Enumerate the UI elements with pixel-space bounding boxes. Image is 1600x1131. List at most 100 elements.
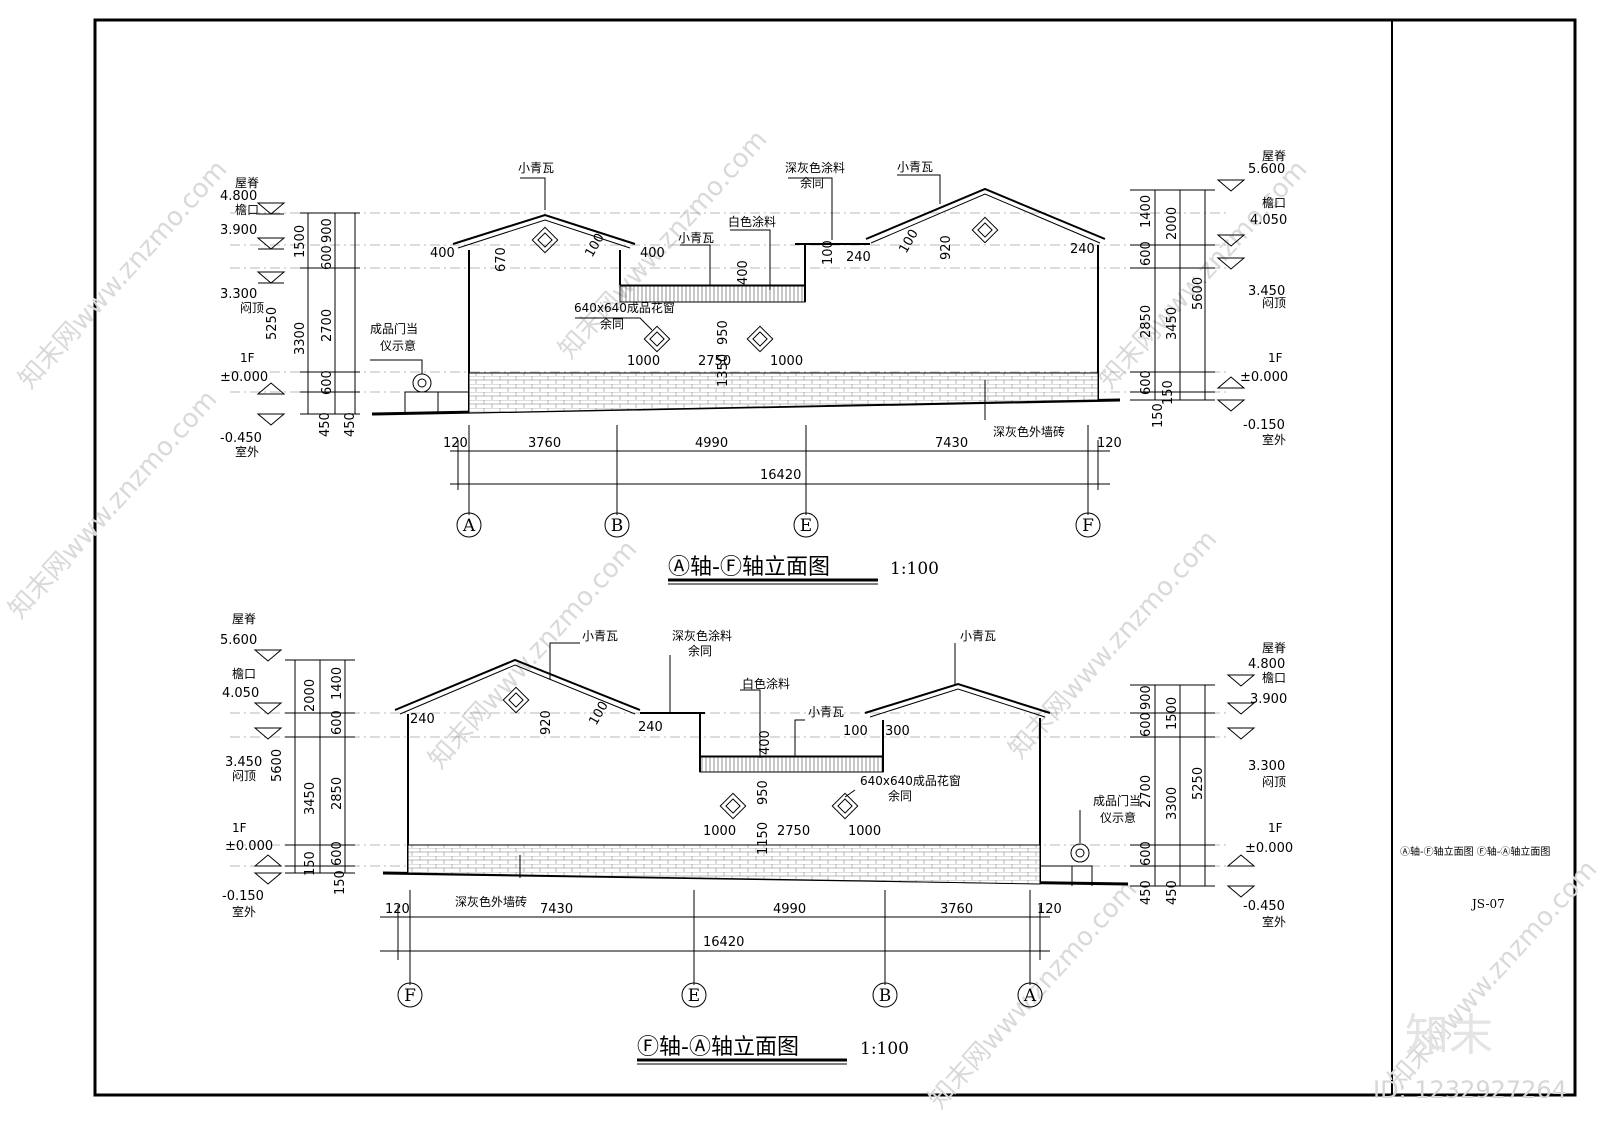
level-label: 室外 (1262, 914, 1286, 929)
dim-text: 100 (896, 227, 921, 256)
level-label: 室外 (232, 904, 256, 919)
dim-text: 1000 (770, 354, 803, 369)
dim-text: 600 (330, 841, 345, 866)
dim-text: 4990 (695, 436, 728, 451)
dim-text: 1000 (627, 354, 660, 369)
dim-text: 920 (539, 710, 554, 735)
watermark-text: 知末网www.znzmo.com (13, 155, 233, 395)
right-roof (865, 187, 1106, 240)
dim-text: 16420 (703, 935, 744, 950)
ornament-window (502, 686, 530, 714)
ornament-window (831, 792, 859, 820)
dim-text: 1500 (293, 225, 308, 258)
note-text: 白色涂料 (742, 676, 790, 691)
dim-text: 400 (736, 260, 751, 285)
brand-logo: 知末 (1405, 1010, 1493, 1061)
dim-text: 100 (821, 240, 836, 265)
note-text: 深灰色外墙砖 (993, 424, 1065, 439)
dim-text: 1400 (330, 667, 345, 700)
level-value: -0.450 (220, 431, 262, 446)
level-value: 3.300 (1248, 759, 1285, 774)
note-text: 小青瓦 (960, 629, 996, 643)
dim-text: 5600 (1191, 277, 1206, 310)
dim-text: 400 (640, 246, 665, 261)
dim-text: 450 (1165, 880, 1180, 905)
dim-text: 2700 (1139, 775, 1154, 808)
level-value: -0.150 (1243, 418, 1285, 433)
level-label: 檐口 (235, 203, 259, 217)
dim-text: 16420 (760, 468, 801, 483)
dim-text: 240 (638, 720, 663, 735)
left-roof (394, 658, 641, 711)
level-label: 闷顶 (1262, 774, 1286, 789)
level-label: 檐口 (1262, 671, 1286, 685)
top-elevation (230, 174, 1246, 585)
dim-text: 670 (494, 247, 509, 272)
dim-text: 7430 (540, 902, 573, 917)
dim-text: 7430 (935, 436, 968, 451)
dim-text: 2750 (698, 354, 731, 369)
dim-text: 2700 (320, 309, 335, 342)
level-label: 闷顶 (232, 768, 256, 783)
dim-text: 240 (846, 250, 871, 265)
dim-text: 400 (758, 730, 773, 755)
dim-text: 1350 (716, 354, 731, 387)
ornament-window (719, 792, 747, 820)
note-text: 余同 (888, 788, 912, 803)
dim-text: 1400 (1139, 195, 1154, 228)
dim-text: 120 (1097, 436, 1122, 451)
dim-text: 120 (385, 902, 410, 917)
level-label: 屋脊 (232, 612, 256, 626)
watermark-text: 知末网www.znzmo.com (3, 385, 223, 625)
level-value: 4.800 (1248, 657, 1285, 672)
dim-text: 150 (1151, 403, 1166, 428)
door-block-icon (1070, 843, 1090, 863)
dim-text: 950 (756, 780, 771, 805)
dim-text: 5250 (265, 307, 280, 340)
dim-text: 2750 (777, 824, 810, 839)
level-value: -0.150 (222, 889, 264, 904)
elevation-scale: 1:100 (890, 559, 939, 579)
dim-text: 150 (333, 870, 348, 895)
bottom-elevation (230, 642, 1256, 1065)
level-value: 5.600 (220, 633, 257, 648)
dim-text: 300 (885, 724, 910, 739)
note-text: 成品门当 (370, 321, 418, 336)
dim-text: 600 (1139, 712, 1154, 737)
level-value: ±0.000 (225, 839, 273, 854)
dim-text: 950 (716, 320, 731, 345)
level-value: 3.450 (225, 755, 262, 770)
level-label: 1F (1268, 351, 1283, 365)
dim-text: 900 (320, 218, 335, 243)
dim-text: 240 (410, 712, 435, 727)
left-roof (452, 213, 636, 245)
drawing-number: JS-07 (1470, 897, 1505, 911)
dim-text: 100 (582, 231, 607, 260)
level-label: 檐口 (232, 667, 256, 681)
title-block: Ⓐ轴-Ⓕ轴立面图 Ⓕ轴-Ⓐ轴立面图 JS-07 知末 ID: 123292726… (1373, 845, 1567, 1104)
dim-text: 2850 (330, 777, 345, 810)
dim-text: 2000 (1165, 207, 1180, 240)
dim-text: 240 (1070, 242, 1095, 257)
dim-text: 600 (320, 370, 335, 395)
sheet-border (93, 18, 1577, 1097)
note-text: 余同 (800, 175, 824, 190)
dim-text: 3450 (303, 782, 318, 815)
dim-text: 600 (330, 710, 345, 735)
dim-text: 450 (318, 412, 333, 437)
middle-tile-band (619, 285, 806, 303)
ornament-window (746, 325, 774, 353)
title-block-drawing-name: Ⓐ轴-Ⓕ轴立面图 Ⓕ轴-Ⓐ轴立面图 (1400, 845, 1550, 858)
dim-text: 600 (1139, 370, 1154, 395)
level-label: 檐口 (1262, 196, 1286, 210)
level-value: 3.900 (1250, 692, 1287, 707)
dim-text: 3300 (1165, 787, 1180, 820)
note-text: 小青瓦 (518, 161, 554, 175)
dim-text: 5600 (270, 749, 285, 782)
axis-label: E (688, 986, 700, 1006)
dim-text: 150 (303, 851, 318, 876)
brick-base (407, 844, 1041, 885)
dim-text: 120 (1037, 902, 1062, 917)
note-text: 深灰色外墙砖 (455, 894, 527, 909)
note-text: 白色涂料 (728, 214, 776, 229)
